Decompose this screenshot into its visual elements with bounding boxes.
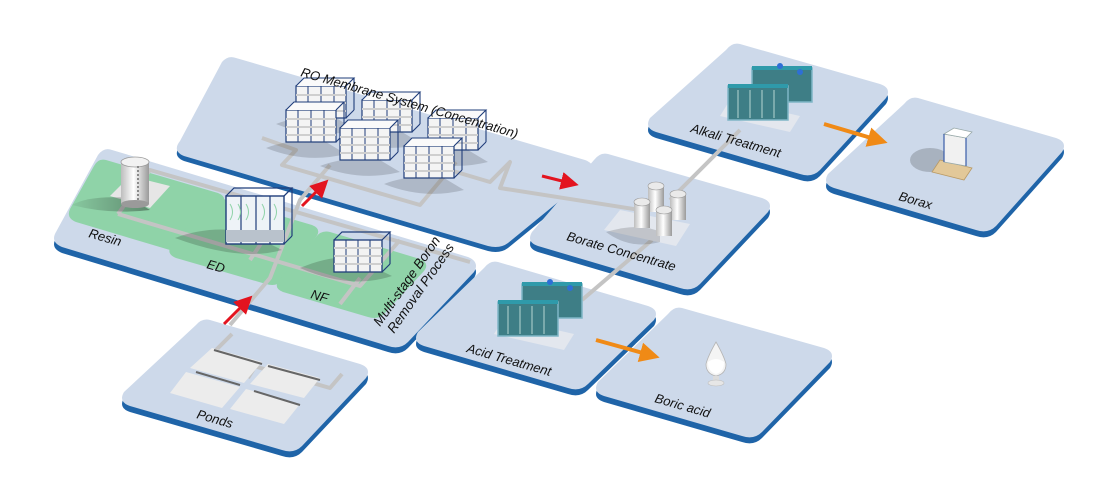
label-nf: NF bbox=[309, 286, 331, 305]
nf-unit-icon bbox=[300, 231, 392, 282]
product-arrow-alkali-to-borax bbox=[823, 122, 888, 147]
flow-arrow-ponds-to-boron bbox=[222, 295, 253, 326]
borate-tanks-icon bbox=[604, 181, 690, 246]
alkali-units-icon bbox=[720, 63, 813, 132]
borax-bag-icon bbox=[910, 127, 973, 181]
flow-arrow-ro-to-borate bbox=[541, 172, 579, 190]
acid-units-icon bbox=[494, 279, 583, 350]
boric-acid-flask-icon bbox=[705, 341, 727, 387]
ro-module-icon bbox=[320, 119, 400, 176]
pond-basins-icon bbox=[170, 348, 321, 424]
flow-arrow-boron-to-ro bbox=[300, 179, 329, 208]
ro-module-icons bbox=[266, 77, 488, 194]
product-arrow-acid-to-boric-acid bbox=[595, 338, 660, 362]
ro-module-icon bbox=[266, 101, 346, 158]
resin-tank-icon bbox=[72, 156, 170, 212]
ed-unit-icon bbox=[175, 187, 294, 254]
ro-module-icon bbox=[384, 137, 464, 194]
label-ed: ED bbox=[205, 256, 226, 275]
